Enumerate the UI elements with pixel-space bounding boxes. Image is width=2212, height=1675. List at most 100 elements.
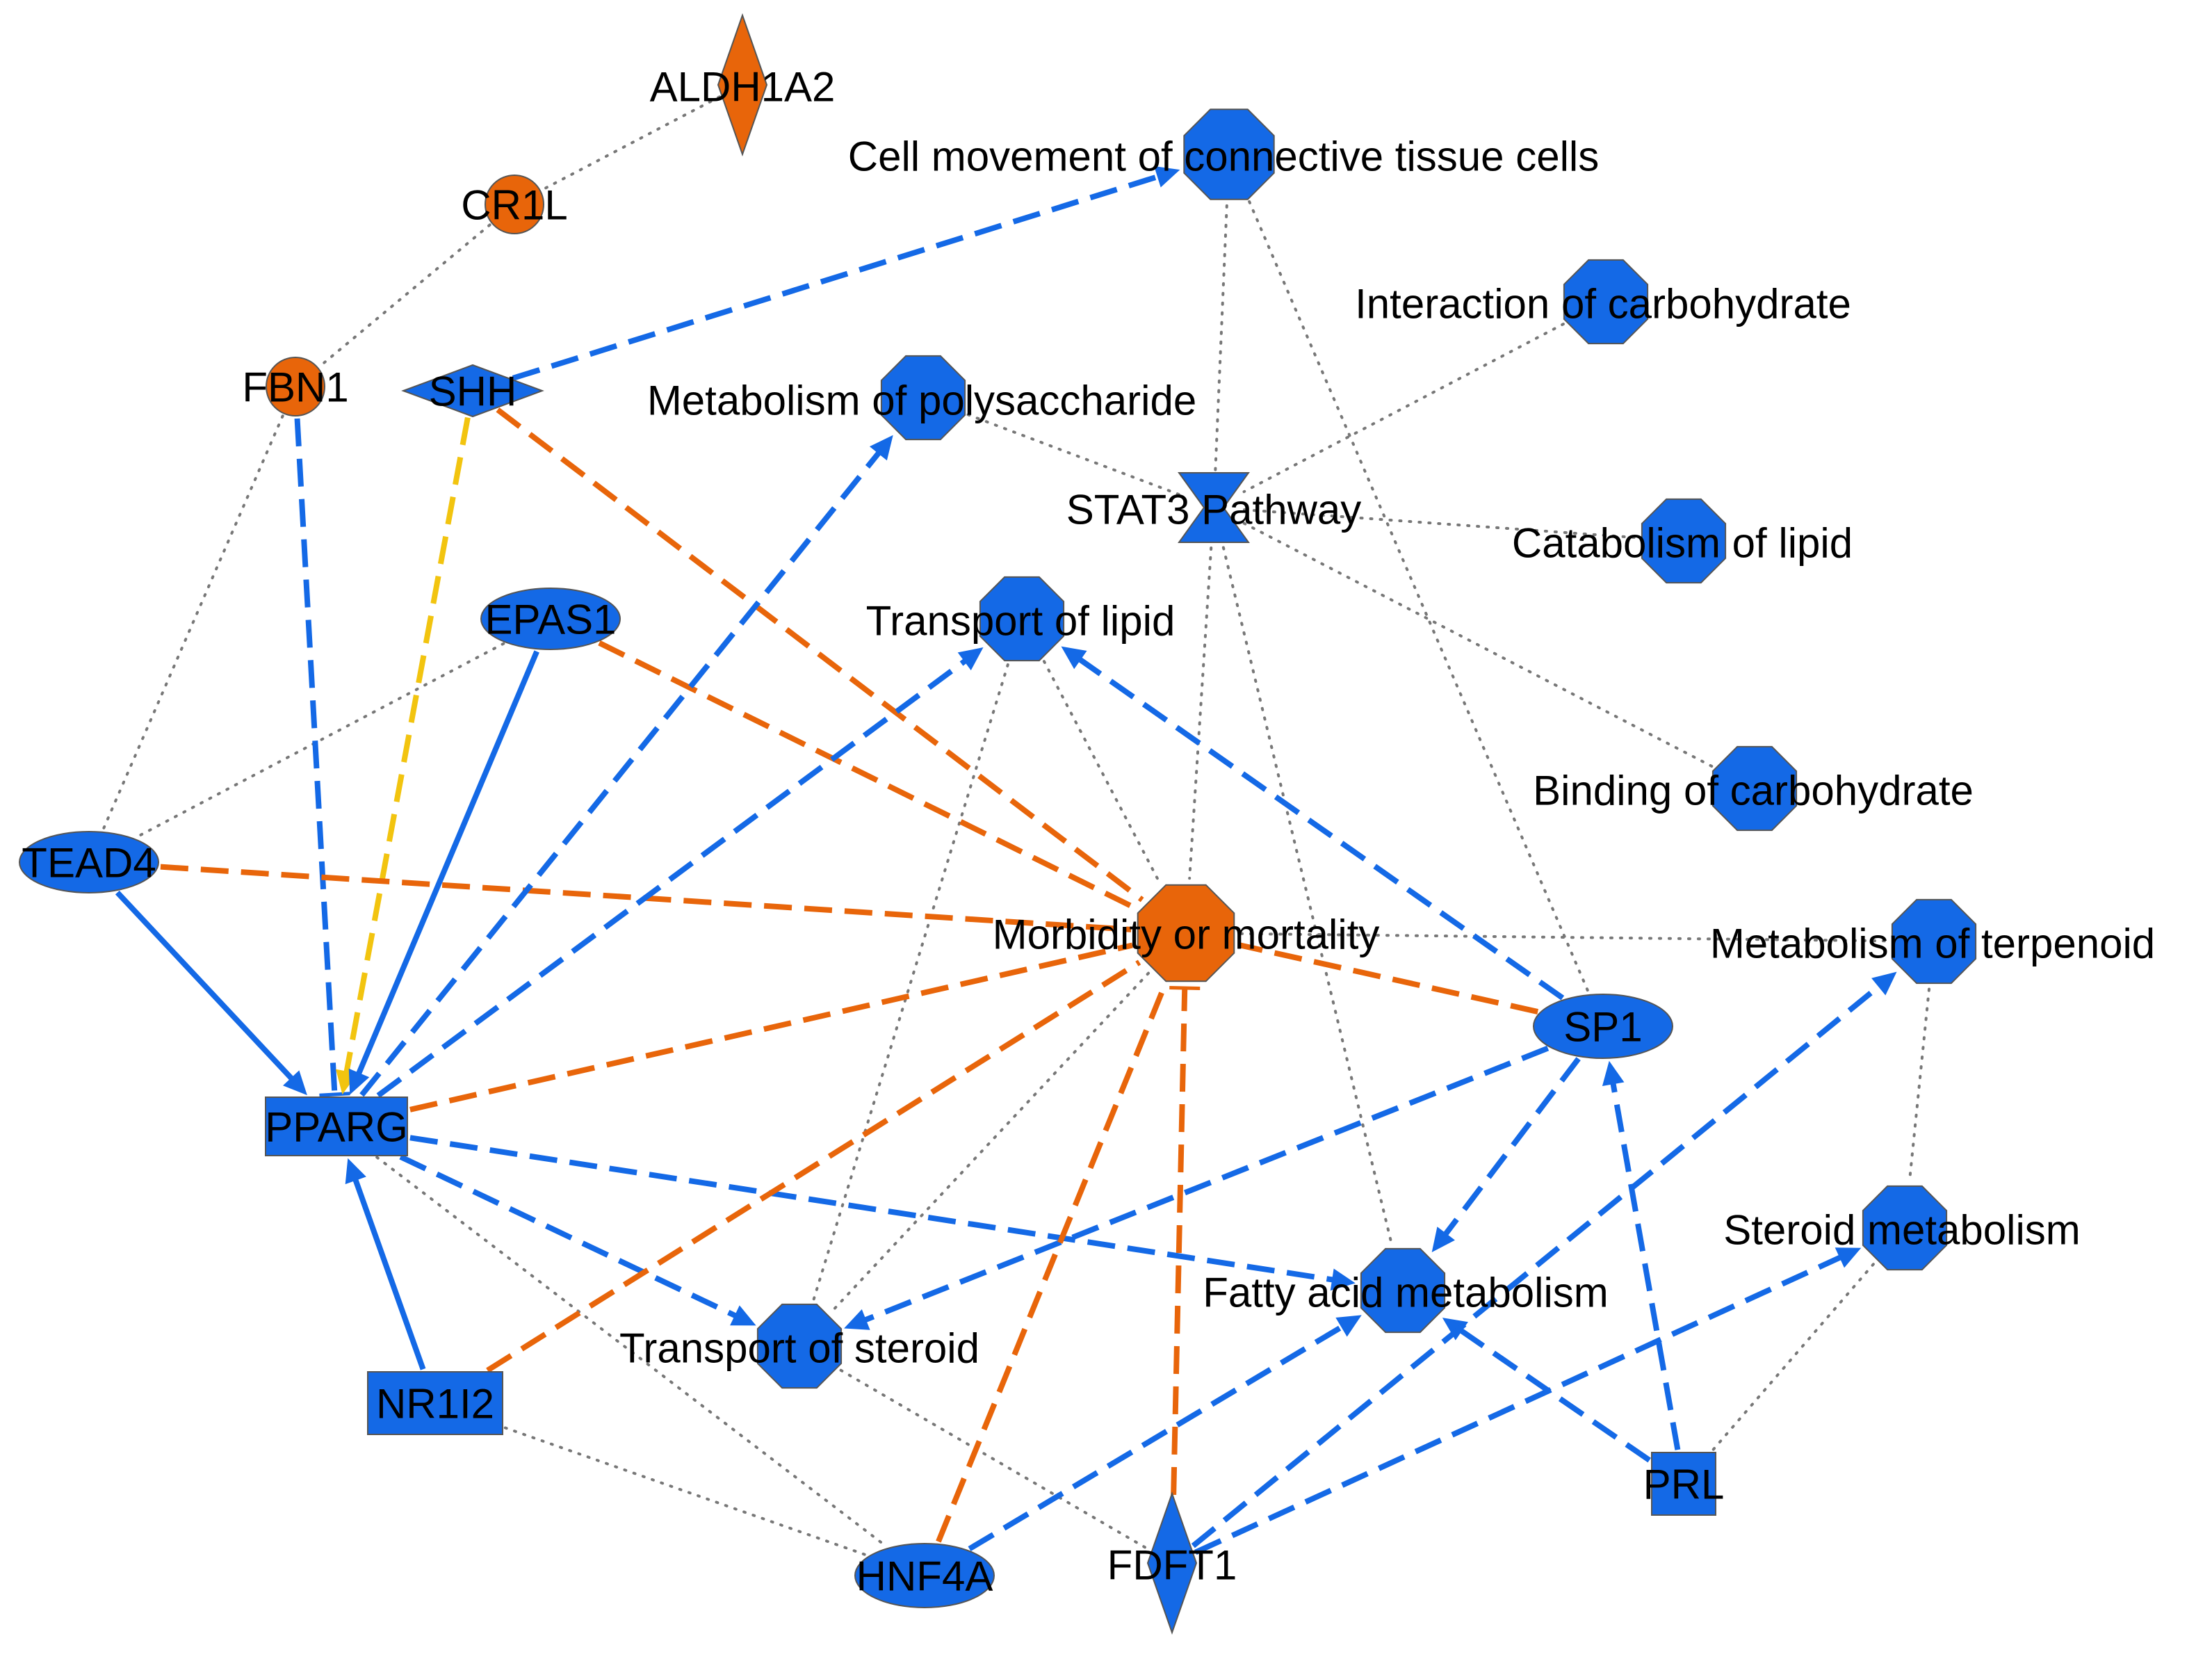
node-interaction_carb[interactable] — [1563, 259, 1649, 345]
edge-line — [1076, 656, 1565, 1001]
node-label-metab_polysacch: Metabolism of polysaccharide — [647, 378, 1196, 424]
edge-line — [1242, 508, 1638, 540]
node-label-aldh1a2: ALDH1A2 — [650, 64, 836, 111]
edge-shh-morbidity — [496, 407, 1144, 903]
node-label-nr1i2: NR1I2 — [376, 1381, 494, 1427]
edge-line — [294, 418, 338, 1095]
edge-arrowhead — [1871, 971, 1897, 996]
node-label-pparg: PPARG — [265, 1104, 408, 1151]
hnf4a-ellipse-shape — [854, 1543, 995, 1608]
node-metab_terpenoid[interactable] — [1891, 898, 1977, 985]
node-shh[interactable] — [401, 364, 544, 418]
node-label-transport_lipid: Transport of lipid — [866, 598, 1176, 645]
edge-nr1i2-morbidity — [486, 960, 1141, 1373]
node-nr1i2[interactable] — [367, 1371, 503, 1435]
node-tead4[interactable] — [19, 831, 159, 893]
edge-cell_movement-sp1 — [1248, 200, 1591, 994]
catab_lipid-octagon-shape — [1641, 498, 1727, 584]
node-transport_lipid[interactable] — [979, 576, 1065, 662]
edge-line — [343, 416, 471, 1075]
edge-line — [1242, 521, 1714, 768]
edge-epas1-morbidity — [598, 640, 1138, 912]
node-fbn1[interactable] — [266, 357, 325, 416]
node-aldh1a2[interactable] — [717, 13, 768, 157]
node-label-fdft1: FDFT1 — [1107, 1542, 1237, 1589]
edge-line — [376, 657, 968, 1098]
node-label-stat3: STAT3 Pathway — [1066, 487, 1362, 533]
node-steroid_metab[interactable] — [1862, 1185, 1948, 1271]
edge-sp1-transport_lipid — [1061, 646, 1565, 1001]
node-cr1l[interactable] — [485, 175, 544, 234]
node-transport_steroid[interactable] — [756, 1303, 843, 1389]
edge-nr1i2-hnf4a — [503, 1426, 868, 1557]
edge-line — [496, 407, 1144, 903]
edge-epas1-pparg — [348, 650, 539, 1095]
edge-transport_lipid-transport_steroid — [812, 663, 1009, 1302]
edge-line — [936, 982, 1168, 1543]
node-label-epas1: EPAS1 — [485, 597, 617, 643]
edge-morbidity-metab_terpenoid — [1239, 932, 1888, 943]
edge-line — [1908, 987, 1931, 1182]
edge-line — [831, 971, 1150, 1313]
node-cell_movement[interactable] — [1183, 108, 1275, 200]
node-label-hnf4a: HNF4A — [856, 1553, 993, 1600]
node-label-interaction_carb: Interaction of carbohydrate — [1355, 281, 1851, 327]
edge-line — [503, 1426, 868, 1557]
edge-arrowhead — [1835, 1247, 1862, 1268]
node-fdft1[interactable] — [1146, 1491, 1198, 1635]
edge-arrowhead — [1431, 1227, 1455, 1253]
edge-line — [1248, 200, 1591, 994]
edge-nr1i2-pparg — [345, 1158, 426, 1370]
edge-shh-cell_movement — [512, 165, 1180, 381]
node-catab_lipid[interactable] — [1641, 498, 1727, 584]
edge-arrowhead — [1154, 165, 1180, 188]
node-sp1[interactable] — [1533, 994, 1673, 1059]
node-stat3[interactable] — [1178, 472, 1250, 543]
node-binding_carb[interactable] — [1711, 745, 1798, 832]
node-prl[interactable] — [1651, 1452, 1716, 1516]
edge-hnf4a-morbidity — [936, 982, 1168, 1543]
edge-steroid_metab-prl — [1711, 1263, 1875, 1452]
edge-line — [812, 663, 1009, 1302]
edge-line — [409, 942, 1133, 1112]
edge-line — [486, 960, 1141, 1373]
edge-line — [968, 1323, 1346, 1551]
edge-line — [862, 1045, 1550, 1324]
edge-line — [512, 173, 1161, 381]
node-hnf4a[interactable] — [854, 1543, 995, 1608]
node-pparg[interactable] — [265, 1097, 408, 1156]
metab_terpenoid-octagon-shape — [1891, 898, 1977, 985]
edge-arrowhead — [348, 1068, 370, 1095]
node-label-cell_movement: Cell movement of connective tissue cells — [848, 133, 1599, 180]
edge-arrowhead — [1061, 646, 1087, 670]
edge-metab_terpenoid-steroid_metab — [1908, 987, 1931, 1182]
edge-stat3-catab_lipid — [1242, 508, 1638, 540]
edge-stat3-morbidity — [1188, 536, 1214, 880]
node-fatty_acid[interactable] — [1360, 1247, 1446, 1334]
edge-line — [966, 413, 1185, 498]
edge-arrowhead — [1602, 1060, 1625, 1087]
interaction_carb-octagon-shape — [1563, 259, 1649, 345]
node-morbidity[interactable] — [1137, 884, 1235, 982]
edge-prl-sp1 — [1602, 1060, 1681, 1450]
edge-transport_steroid-fdft1 — [839, 1368, 1151, 1552]
node-label-steroid_metab: Steroid metabolism — [1723, 1207, 2081, 1254]
edge-arrowhead — [1330, 1268, 1356, 1291]
edge-hnf4a-fatty_acid — [968, 1315, 1362, 1551]
metab_polysacch-octagon-shape — [880, 355, 966, 441]
fatty_acid-octagon-shape — [1360, 1247, 1446, 1334]
prl-rect-shape — [1651, 1452, 1716, 1516]
node-epas1[interactable] — [480, 588, 621, 650]
node-label-metab_terpenoid: Metabolism of terpenoid — [1710, 921, 2155, 967]
edge-epas1-tead4 — [134, 642, 505, 839]
edge-pparg-hnf4a — [375, 1156, 888, 1548]
edge-arrowhead — [869, 435, 893, 461]
edge-aldh1a2-cr1l — [541, 95, 721, 191]
shh-diamond-shape — [401, 364, 544, 418]
edge-morbidity-transport_steroid — [831, 971, 1150, 1313]
cr1l-circle-shape — [485, 175, 544, 234]
node-label-shh: SHH — [429, 369, 517, 415]
node-metab_polysacch[interactable] — [880, 355, 966, 441]
edge-line — [1458, 1327, 1651, 1463]
